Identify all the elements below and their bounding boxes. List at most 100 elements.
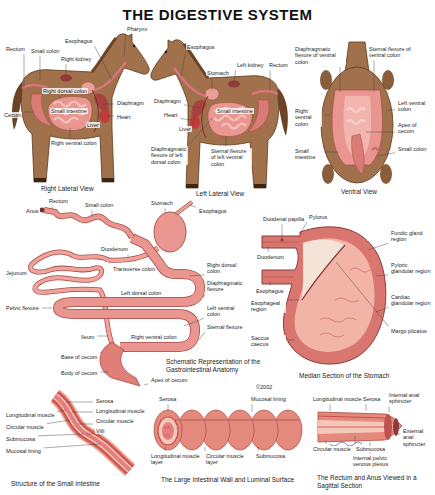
leader-line [24, 112, 34, 113]
part-label: ©2002 [255, 384, 273, 390]
part-label: Apex of cecum [150, 377, 188, 383]
rectum-section [318, 412, 402, 446]
leader-line [24, 54, 25, 88]
leader-line [60, 96, 61, 99]
part-label: Serosa [362, 396, 381, 402]
small-colon-outline [44, 210, 132, 238]
taenia-band [160, 419, 300, 421]
leader-line [270, 70, 271, 90]
part-label: Longitudinal muscle [312, 396, 363, 402]
leader-line [189, 118, 212, 145]
part-label: Serosa [158, 396, 177, 402]
cutaway-lumen [162, 422, 174, 440]
part-label: Cecum [3, 112, 22, 118]
margo-plicatus-line [302, 245, 345, 300]
leader-line [47, 420, 70, 424]
leader-line [203, 294, 205, 298]
part-label: Diaphragmatic flexure [206, 280, 248, 293]
leader-line [199, 332, 205, 340]
part-label: Stomach [206, 70, 230, 76]
leader-line [366, 404, 367, 411]
part-label: Left ventral colon [206, 305, 248, 318]
part-label: Esophagus [255, 288, 285, 294]
leader-line [340, 67, 341, 92]
part-label: Small colon [397, 146, 427, 152]
part-label: Submucosa [5, 436, 36, 442]
stomach-lumen [295, 239, 375, 352]
large-colon [58, 238, 200, 347]
part-label: Rectum [5, 46, 26, 52]
part-label: Left dorsal colon [120, 290, 162, 296]
part-label: Left ventral colon [397, 100, 432, 113]
stomach [154, 212, 186, 252]
view-caption: Left Lateral View [195, 190, 245, 198]
esophagus-lumen [262, 277, 294, 278]
leader-line [270, 281, 271, 286]
part-label: Internal anal sphincter [388, 392, 432, 405]
leader-line [374, 61, 375, 92]
leader-line [165, 208, 166, 213]
part-label: Circular muscle [95, 418, 135, 424]
leader-line [92, 210, 93, 217]
part-label: Diaphragm [116, 100, 145, 106]
leader-line [234, 70, 236, 82]
leader-line [324, 152, 338, 153]
part-label: Serosa [95, 398, 114, 404]
leader-line [52, 206, 53, 209]
part-label: Ileum [80, 334, 95, 340]
leader-line [226, 136, 227, 146]
leader-line [124, 34, 126, 56]
leader-line [366, 132, 395, 133]
esophagus [176, 202, 192, 214]
leader-line [376, 307, 388, 312]
leader-line [70, 128, 71, 138]
part-label: Mucosal lining [250, 396, 287, 402]
view-caption: Median Section of the Stomach [298, 372, 390, 380]
part-label: Base of cecum [60, 354, 98, 360]
leader-line [100, 352, 102, 353]
internal-sphincter [384, 414, 392, 440]
part-label: Pelvic flexure [5, 305, 40, 311]
part-label: Diaphragmatic flexure of ventral colon [294, 46, 346, 65]
leader-line [58, 410, 66, 412]
leader-line [78, 424, 93, 425]
part-label: Pyloric glandular region [390, 262, 432, 275]
part-label: Duodenal papilla [262, 216, 305, 222]
leader-line [193, 114, 196, 124]
leader-line [38, 434, 84, 436]
part-label: Right ventral colon [294, 108, 322, 127]
leader-line [107, 116, 114, 117]
part-label: Longitudinal muscle layer [150, 453, 202, 466]
part-label: Right dorsal colon [42, 88, 88, 94]
leader-line [330, 404, 331, 411]
leader-line [190, 275, 204, 276]
duodenum-lumen [262, 242, 298, 243]
right-lateral-horse [12, 34, 149, 182]
leader-line [386, 110, 395, 111]
leader-line [205, 447, 206, 451]
leader-line [66, 64, 67, 76]
leader-line [326, 440, 327, 444]
view-caption: Structure of the Small Intestine [10, 480, 101, 488]
view-caption: Ventral View [340, 188, 378, 196]
leader-line [98, 336, 109, 337]
large-colon-outline [58, 238, 200, 347]
leader-line [181, 52, 186, 76]
view-caption: Schematic Representation of the Gastroin… [165, 358, 267, 374]
part-label: Esophageal region [250, 300, 286, 313]
leader-line [95, 46, 113, 80]
part-label: Pharynx [126, 26, 148, 32]
horse-body [321, 67, 393, 183]
leader-line [324, 115, 330, 116]
part-label: Saccus caecus [250, 335, 286, 348]
muscle-layer [318, 416, 385, 418]
leader-line [42, 308, 52, 309]
part-label: Right ventral colon [130, 334, 178, 340]
part-label: Pylorus [308, 214, 328, 220]
esophageal-region [302, 239, 345, 300]
part-label: Small intestine [216, 108, 254, 114]
part-label: Longitudinal muscle [95, 408, 146, 414]
part-label: Heart [163, 112, 178, 118]
